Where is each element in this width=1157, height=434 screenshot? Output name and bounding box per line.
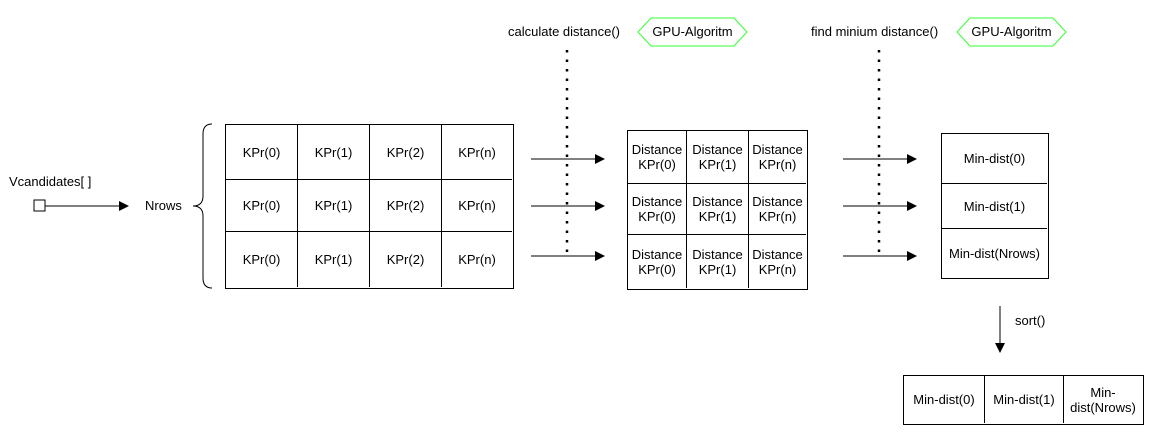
distance-cell: Distance KPr(1) [687,235,749,288]
step2-badge-label: GPU-Algoritm [971,24,1052,39]
kpr-cell: KPr(0) [226,125,298,180]
kpr-cell: KPr(0) [226,180,298,232]
hexagon-badge-shape [956,17,1067,47]
kpr-cell: KPr(2) [370,180,442,232]
kpr-cell: KPr(1) [298,125,370,180]
kpr-cell: KPr(n) [442,125,512,180]
sorted-cell: Min-dist(0) [904,376,985,423]
input-port [33,199,46,212]
distance-cell: Distance KPr(n) [749,131,806,184]
distance-cell: Distance KPr(1) [687,184,749,235]
step1-badge-label: GPU-Algoritm [652,24,733,39]
step1-gpu-badge: GPU-Algoritm [637,17,748,47]
kpr-cell: KPr(2) [370,232,442,287]
step2-gpu-badge: GPU-Algoritm [956,17,1067,47]
rows-brace [192,123,213,289]
distance-cell: Distance KPr(0) [628,235,687,288]
step2-function-label: find minium distance() [811,24,939,39]
sorted-cell: Min-dist(1) [985,376,1064,423]
kpr-cell: KPr(n) [442,180,512,232]
sort-label: sort() [1015,313,1046,328]
kpr-cell: KPr(0) [226,232,298,287]
distance-cell: Distance KPr(0) [628,184,687,235]
input-label: Vcandidates[ ] [9,174,92,189]
kpr-cell: KPr(1) [298,180,370,232]
min-dist-cell: Min-dist(0) [942,134,1047,184]
distance-cell: Distance KPr(n) [749,184,806,235]
step1-function-label: calculate distance() [508,24,620,39]
distance-table: Distance KPr(0) Distance KPr(1) Distance… [627,130,808,290]
sorted-min-dist-table: Min-dist(0) Min-dist(1) Min-dist(Nrows) [903,375,1144,425]
distance-cell: Distance KPr(0) [628,131,687,184]
rows-label: Nrows [145,198,182,213]
min-dist-table: Min-dist(0) Min-dist(1) Min-dist(Nrows) [941,133,1049,279]
min-dist-cell: Min-dist(Nrows) [949,245,1040,261]
kpr-cell: KPr(n) [458,252,496,267]
kpr-table: KPr(0) KPr(1) KPr(2) KPr(n) KPr(0) KPr(1… [225,124,514,289]
kpr-cell: KPr(2) [370,125,442,180]
hexagon-badge-shape [637,17,748,47]
kpr-cell: KPr(1) [298,232,370,287]
min-dist-cell: Min-dist(1) [942,184,1047,229]
distance-cell: Distance KPr(n) [752,246,803,277]
sorted-cell: Min-dist(Nrows) [1070,384,1136,415]
distance-cell: Distance KPr(1) [687,131,749,184]
